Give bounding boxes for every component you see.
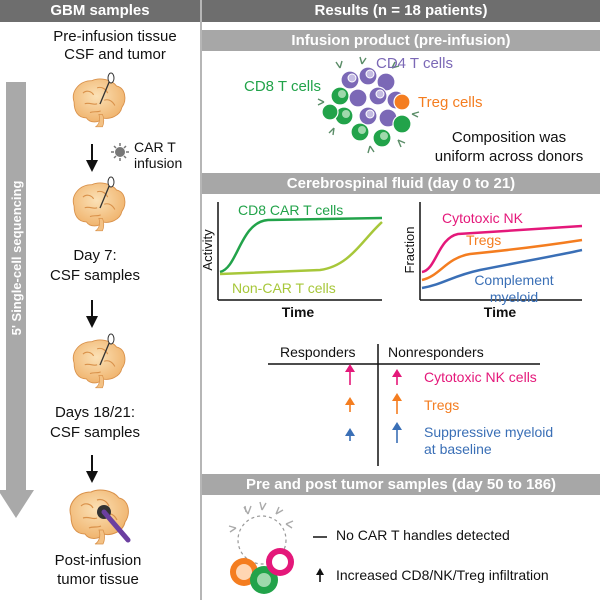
step-day7-line2: CSF samples — [49, 267, 141, 284]
tumor-line-infiltration: Increased CD8/NK/Treg infiltration — [336, 567, 549, 583]
infusion-section-title: Infusion product (pre-infusion) — [202, 30, 600, 51]
table-col-nonresponders: Nonresponders — [388, 344, 484, 360]
series-complement-myeloid — [421, 248, 583, 290]
table-row-tregs: Tregs — [424, 397, 460, 413]
step-pre-line2: CSF and tumor — [64, 46, 166, 63]
series-cd8-car-t — [219, 216, 383, 274]
plot2-xlabel: Time — [483, 304, 517, 320]
series-cytotoxic-nk — [421, 224, 583, 274]
step-day18-line1: Days 18/21: — [54, 404, 136, 421]
table-row-myeloid-line1: Suppressive myeloid — [424, 424, 554, 440]
composition-line1: Composition was — [451, 129, 567, 146]
step-post-line1: Post-infusion — [54, 552, 142, 569]
infusion-cell-cluster — [317, 56, 420, 154]
sequencing-label: 5' Single-cell sequencing — [9, 181, 24, 336]
table-arrows — [345, 364, 402, 443]
plot2-series3-line1: Complement — [474, 272, 554, 288]
plot2-series3-line2: myeloid — [489, 289, 539, 305]
brain-icon-post-tumor — [69, 489, 131, 545]
csf-activity-plot — [217, 202, 383, 301]
car-t-infusion-label: CAR T infusion — [134, 139, 182, 171]
car-t-line1: CAR T — [134, 139, 176, 155]
csf-fraction-plot — [419, 202, 583, 301]
tumor-line-no-car-t: No CAR T handles detected — [336, 527, 510, 543]
step-pre-line1: Pre-infusion tissue — [53, 28, 177, 45]
series-non-car-t — [219, 221, 383, 276]
step-day18: Days 18/21: CSF samples — [36, 403, 154, 443]
step-post-line2: tumor tissue — [57, 571, 139, 588]
cd4-label: CD4 T cells — [376, 55, 453, 72]
car-t-virus-icon — [111, 143, 129, 161]
step-day18-line2: CSF samples — [49, 424, 141, 441]
car-t-line2: infusion — [134, 155, 183, 171]
brain-icon-day7 — [72, 176, 126, 232]
plot1-series2-label: Non-CAR T cells — [232, 280, 336, 296]
plot1-series1-label: CD8 CAR T cells — [238, 202, 344, 218]
plot2-series1-label: Cytotoxic NK — [442, 210, 523, 226]
up-arrow-icon — [316, 568, 324, 582]
csf-section-title: Cerebrospinal fluid (day 0 to 21) — [202, 173, 600, 194]
table-row-nk: Cytotoxic NK cells — [424, 369, 537, 385]
tumor-cells-icon — [228, 501, 294, 594]
plot2-ylabel: Fraction — [402, 227, 417, 274]
brain-icon-day18 — [72, 333, 126, 389]
step-day7: Day 7: CSF samples — [40, 246, 150, 286]
step-day7-line1: Day 7: — [73, 247, 117, 264]
step-post-tumor: Post-infusion tumor tissue — [36, 551, 160, 589]
plot1-ylabel: Activity — [200, 229, 215, 271]
series-tregs — [421, 238, 583, 282]
results-header: Results (n = 18 patients) — [202, 0, 600, 22]
sequencing-arrow — [0, 82, 34, 518]
treg-label: Treg cells — [418, 94, 483, 111]
table-col-responders: Responders — [280, 344, 356, 360]
step-pre-infusion: Pre-infusion tissue CSF and tumor — [30, 28, 200, 64]
plot2-series2-label: Tregs — [466, 232, 502, 248]
composition-line2: uniform across donors — [434, 148, 584, 165]
cd8-label: CD8 T cells — [244, 78, 321, 95]
brain-icon-pre — [72, 72, 126, 128]
plot2-series3-label: Complement myeloid — [460, 272, 568, 306]
table-row-myeloid: Suppressive myeloid at baseline — [424, 424, 553, 458]
left-header: GBM samples — [0, 0, 200, 22]
table-row-myeloid-line2: at baseline — [424, 441, 492, 457]
tumor-section-title: Pre and post tumor samples (day 50 to 18… — [202, 474, 600, 495]
plot1-xlabel: Time — [281, 304, 315, 320]
composition-note: Composition was uniform across donors — [420, 128, 598, 166]
